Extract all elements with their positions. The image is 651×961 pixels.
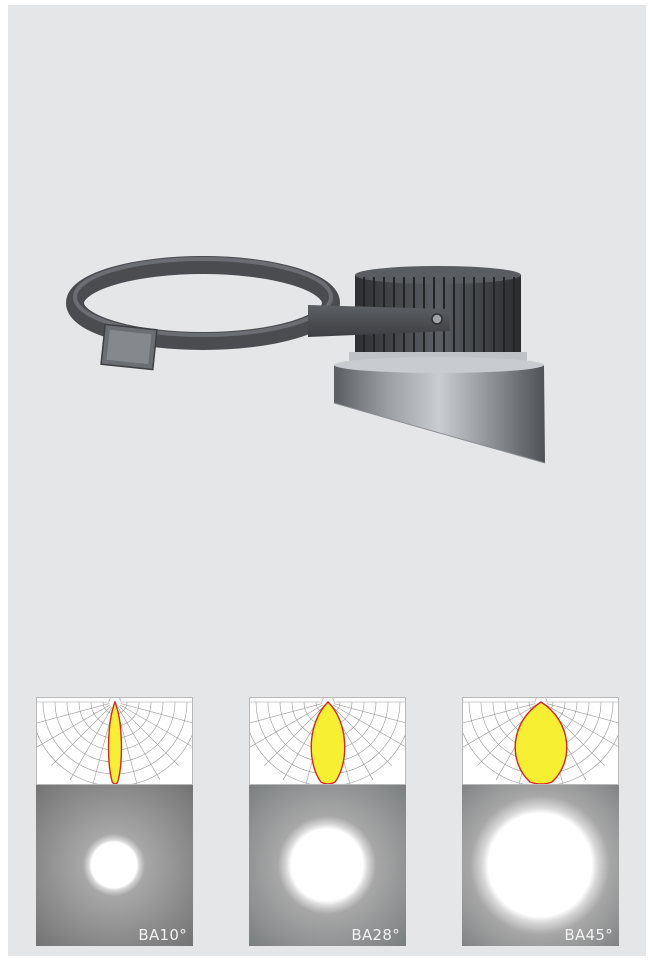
polar-diagram — [462, 697, 619, 785]
beam-angle-label: BA28° — [351, 926, 400, 944]
beam-angle-label: BA45° — [564, 926, 613, 944]
beam-card-ba28: BA28° — [249, 697, 406, 946]
beam-card-ba45: BA45° — [462, 697, 619, 946]
light-distribution-curve — [514, 701, 568, 784]
product-panel: BA10° BA28° BA45° — [8, 5, 646, 956]
mounting-ring — [66, 256, 340, 350]
light-spot-photo — [462, 785, 619, 946]
luminaire-body — [333, 357, 546, 464]
light-spot — [462, 785, 619, 946]
light-spot — [249, 785, 406, 946]
ring-clamp — [100, 323, 158, 371]
light-distribution-curve — [107, 700, 123, 784]
polar-diagram — [36, 697, 193, 785]
luminaire-illustration — [66, 256, 546, 464]
beam-angle-label: BA10° — [138, 926, 187, 944]
polar-diagram — [249, 697, 406, 785]
beam-card-ba10: BA10° — [36, 697, 193, 946]
light-spot — [36, 785, 193, 946]
light-spot-photo — [36, 785, 193, 946]
bracket-arm — [308, 305, 450, 337]
light-spot-photo — [249, 785, 406, 946]
light-distribution-curve — [310, 701, 346, 784]
